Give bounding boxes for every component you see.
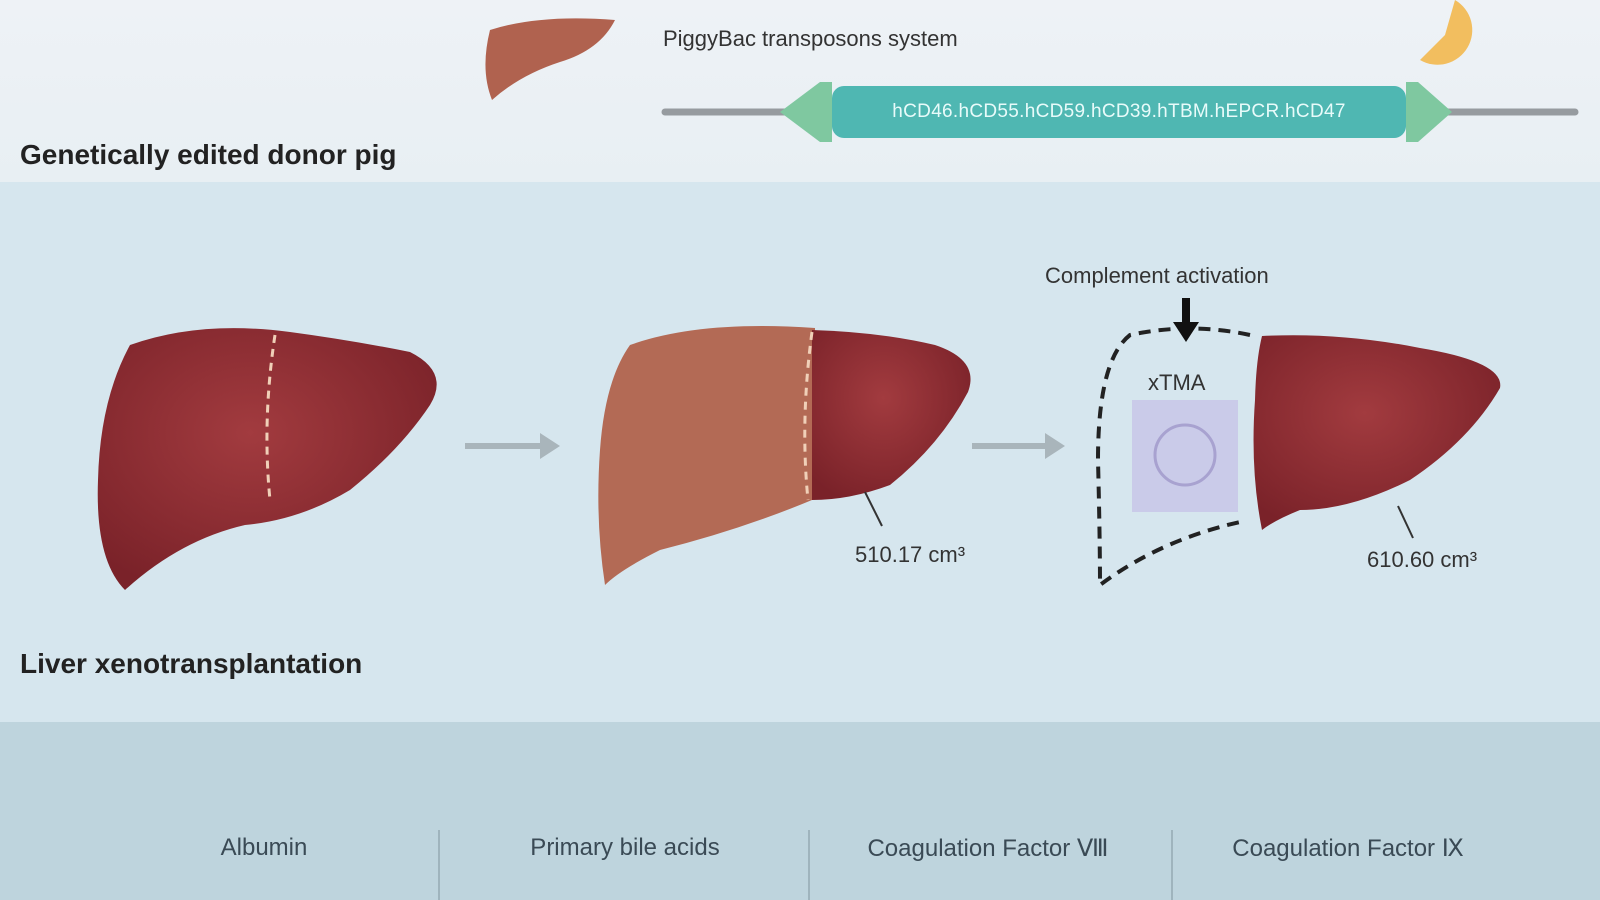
regenerated-liver-icon	[1253, 335, 1501, 539]
xtma-histology-image	[1132, 400, 1238, 512]
left-itr-arrow-icon	[780, 82, 832, 142]
native-liver-icon	[97, 328, 437, 590]
process-arrow-icon	[972, 433, 1065, 459]
metric-primary-bile-acids: Primary bile acids	[530, 834, 720, 861]
divider	[808, 830, 810, 900]
transposase-icon	[1420, 0, 1473, 65]
gene-cassette: hCD46.hCD55.hCD59.hCD39.hTBM.hEPCR.hCD47	[832, 86, 1406, 138]
right-itr-arrow-icon	[1406, 82, 1452, 142]
donor-liver-icon	[485, 18, 615, 101]
complement-activation-label: Complement activation	[1045, 263, 1269, 288]
down-arrow-icon	[1173, 298, 1199, 342]
divider	[1171, 830, 1173, 900]
metric-factor-ix: Coagulation Factor Ⅸ	[1232, 835, 1464, 862]
divider	[438, 830, 440, 900]
piggybac-label: PiggyBac transposons system	[663, 26, 958, 51]
xtma-label: xTMA	[1148, 370, 1206, 395]
regenerated-outline	[1095, 326, 1251, 589]
function-section	[0, 722, 1600, 900]
liver-volume-1: 510.17 cm³	[855, 542, 966, 567]
metric-albumin: Albumin	[220, 834, 308, 861]
resected-liver-icon	[598, 326, 971, 585]
xeno-section-title: Liver xenotransplantation	[20, 648, 363, 679]
process-arrow-icon	[465, 433, 560, 459]
metric-factor-viii: Coagulation Factor Ⅷ	[867, 835, 1109, 862]
donor-section-title: Genetically edited donor pig	[20, 139, 397, 170]
liver-volume-2: 610.60 cm³	[1367, 547, 1478, 572]
